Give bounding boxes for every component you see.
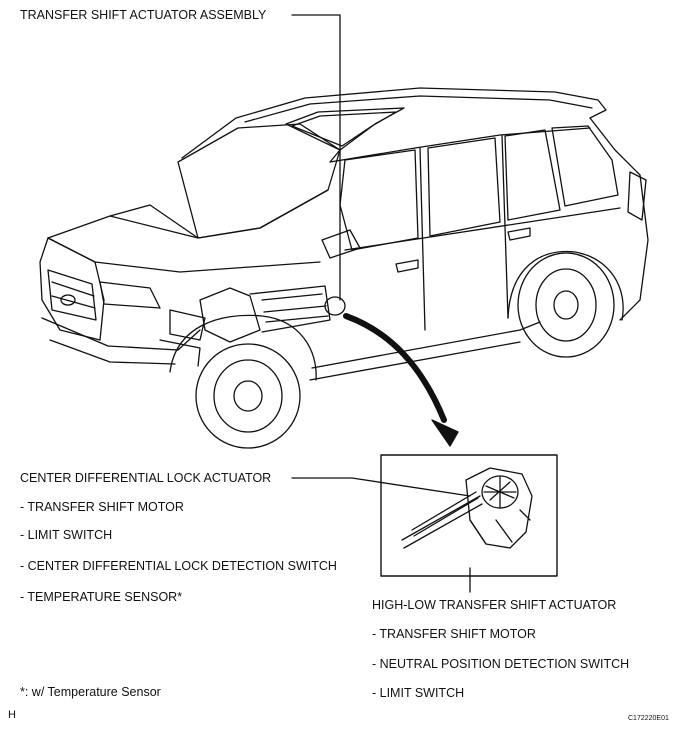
center-diff-item: - LIMIT SWITCH [20, 528, 113, 542]
high-low-item: - NEUTRAL POSITION DETECTION SWITCH [372, 657, 630, 671]
center-diff-title: CENTER DIFFERENTIAL LOCK ACTUATOR [20, 471, 272, 485]
center-diff-item: - TEMPERATURE SENSOR* [20, 590, 183, 604]
actuator-detail [380, 454, 558, 577]
figure-code: C172220E01 [628, 715, 669, 722]
center-diff-item: - TRANSFER SHIFT MOTOR [20, 500, 184, 514]
high-low-item: - LIMIT SWITCH [372, 686, 465, 700]
corner-letter: H [8, 709, 16, 721]
high-low-item: - TRANSFER SHIFT MOTOR [372, 627, 536, 641]
suv-illustration [39, 87, 649, 449]
callout-arrow [343, 313, 459, 447]
high-low-title: HIGH-LOW TRANSFER SHIFT ACTUATOR [372, 598, 617, 612]
center-diff-item: - CENTER DIFFERENTIAL LOCK DETECTION SWI… [20, 559, 337, 573]
leader-lines [291, 14, 471, 593]
footnote: *: w/ Temperature Sensor [20, 685, 161, 699]
transfer-assembly-label: TRANSFER SHIFT ACTUATOR ASSEMBLY [20, 8, 267, 22]
